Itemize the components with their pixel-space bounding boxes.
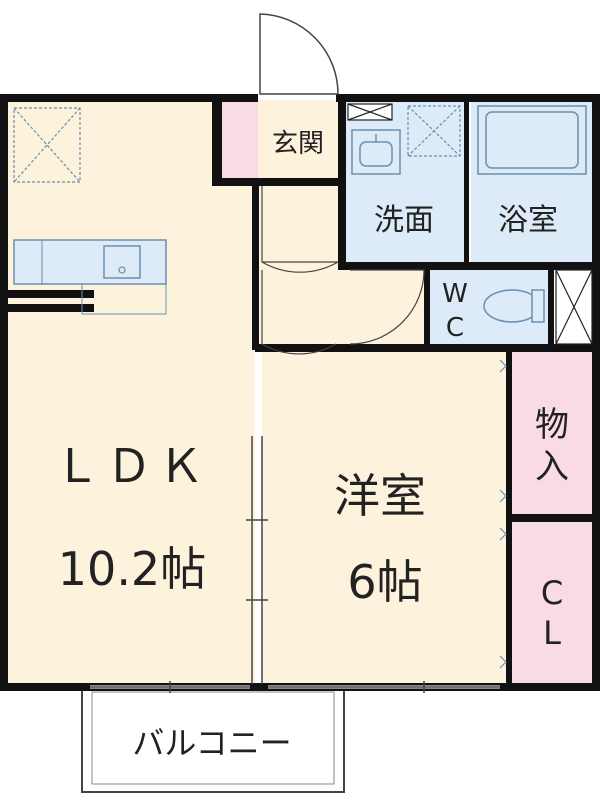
washroom-label: 洗面 <box>374 203 434 238</box>
hall-door-lower <box>261 270 337 355</box>
western-room <box>262 352 508 684</box>
wc-door <box>349 269 425 345</box>
entrance-door <box>259 13 339 95</box>
ldk-room <box>6 100 255 684</box>
wc-label-bottom: C <box>446 313 464 343</box>
hall-door-upper <box>261 186 339 273</box>
toilet <box>483 289 545 323</box>
balcony <box>81 687 345 793</box>
closet-label-bottom: L <box>543 614 561 652</box>
storage-label-bottom: 入 <box>535 447 569 487</box>
storage-room <box>512 352 594 516</box>
western-label: 洋室 <box>334 469 426 523</box>
bathroom-label: 浴室 <box>498 203 558 238</box>
kitchen-counter <box>13 239 167 315</box>
pipe-space <box>555 269 593 345</box>
ldk-label: ＬＤＫ <box>54 439 210 493</box>
bathtub <box>477 105 587 175</box>
shoe-cabinet <box>347 103 393 121</box>
wc-label-top: W <box>442 279 468 309</box>
storage-label-top: 物 <box>535 405 569 445</box>
closet-label-top: C <box>541 574 563 612</box>
washroom-ceiling-hatch <box>407 105 461 157</box>
balcony-label: バルコニー <box>132 724 291 762</box>
entrance-pink-area <box>222 100 258 178</box>
closet-room <box>512 522 594 684</box>
entrance-floor <box>258 100 342 180</box>
ldk-ceiling-hatch <box>13 107 81 183</box>
washbasin <box>351 129 401 175</box>
ldk-size: 10.2帖 <box>58 542 206 596</box>
washroom-room <box>345 100 469 263</box>
entrance-label: 玄関 <box>272 129 324 159</box>
western-size: 6帖 <box>347 555 422 609</box>
